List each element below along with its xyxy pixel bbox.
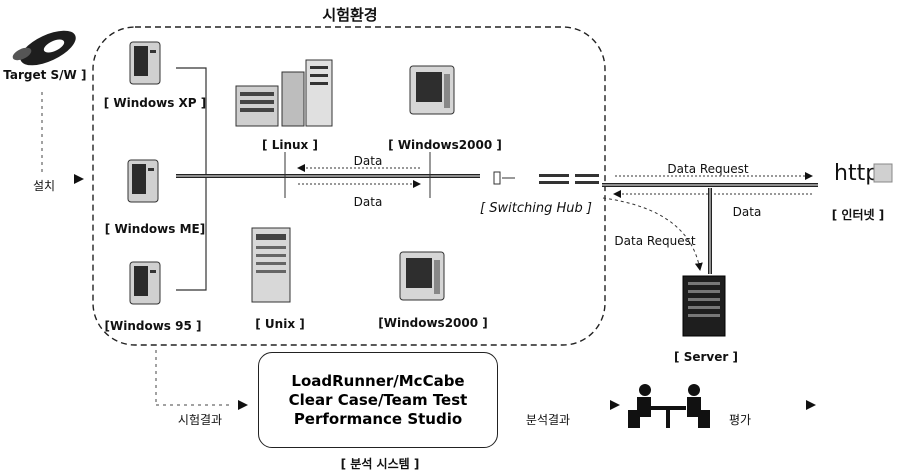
data-server-label: Data	[733, 205, 762, 219]
windows-me-label: [ Windows ME]	[105, 222, 205, 236]
windows2000-bottom-pc-icon	[399, 251, 445, 301]
analysis-result-arrow	[610, 400, 620, 410]
test-result-arrow	[238, 400, 248, 410]
analysis-tool-3: Performance Studio	[293, 409, 463, 428]
server-icon	[682, 275, 726, 337]
analysis-result-label: 분석결과	[526, 413, 570, 427]
test-result-label: 시험결과	[178, 413, 222, 427]
http-logo-tail	[873, 163, 893, 183]
evaluation-label: 평가	[729, 413, 751, 427]
switching-hub-icon	[493, 171, 599, 185]
windows-95-pc-icon	[129, 261, 161, 305]
windows-xp-pc-icon	[129, 41, 161, 85]
data-label-top: Data	[354, 154, 383, 168]
linux-label: [ Linux ]	[262, 138, 318, 152]
unix-server-icon	[251, 227, 291, 303]
windows2000-bottom-label: [Windows2000 ]	[378, 316, 488, 330]
data-label-bottom: Data	[354, 195, 383, 209]
evaluation-meeting-icon	[628, 384, 710, 428]
install-label: 설치	[33, 179, 55, 193]
left-pcs-bracket	[176, 67, 207, 291]
internet-label: [ 인터넷 ]	[832, 207, 884, 222]
unix-label: [ Unix ]	[255, 317, 304, 331]
data-request-top-label: Data Request	[667, 162, 749, 176]
install-arrow	[74, 174, 84, 184]
server-label: [ Server ]	[674, 350, 738, 364]
windows2000-top-pc-icon	[409, 65, 455, 115]
analysis-tool-2: Clear Case/Team Test	[288, 390, 468, 409]
data-request-curve-arrow	[602, 197, 703, 271]
test-environment-boundary	[92, 26, 606, 346]
linux-server-icon	[235, 59, 333, 127]
analysis-tools-box: LoadRunner/McCabe Clear Case/Team Test P…	[258, 352, 498, 448]
windows-xp-label: [ Windows XP ]	[104, 96, 207, 110]
windows-95-label: [Windows 95 ]	[105, 319, 202, 333]
windows2000-top-label: [ Windows2000 ]	[388, 138, 502, 152]
target-sw-label: [ Target S/W ]	[0, 68, 86, 82]
analysis-tool-1: LoadRunner/McCabe	[291, 371, 465, 390]
test-environment-title: 시험환경	[322, 6, 377, 24]
evaluation-arrow	[806, 400, 816, 410]
analysis-system-label: [ 분석 시스템 ]	[341, 456, 420, 471]
http-logo: http	[834, 161, 879, 186]
windows-me-pc-icon	[127, 159, 159, 203]
switching-hub-label: [ Switching Hub ]	[480, 201, 592, 216]
data-request-side-label: Data Request	[614, 234, 696, 248]
target-sw-cd-icon	[12, 30, 76, 66]
